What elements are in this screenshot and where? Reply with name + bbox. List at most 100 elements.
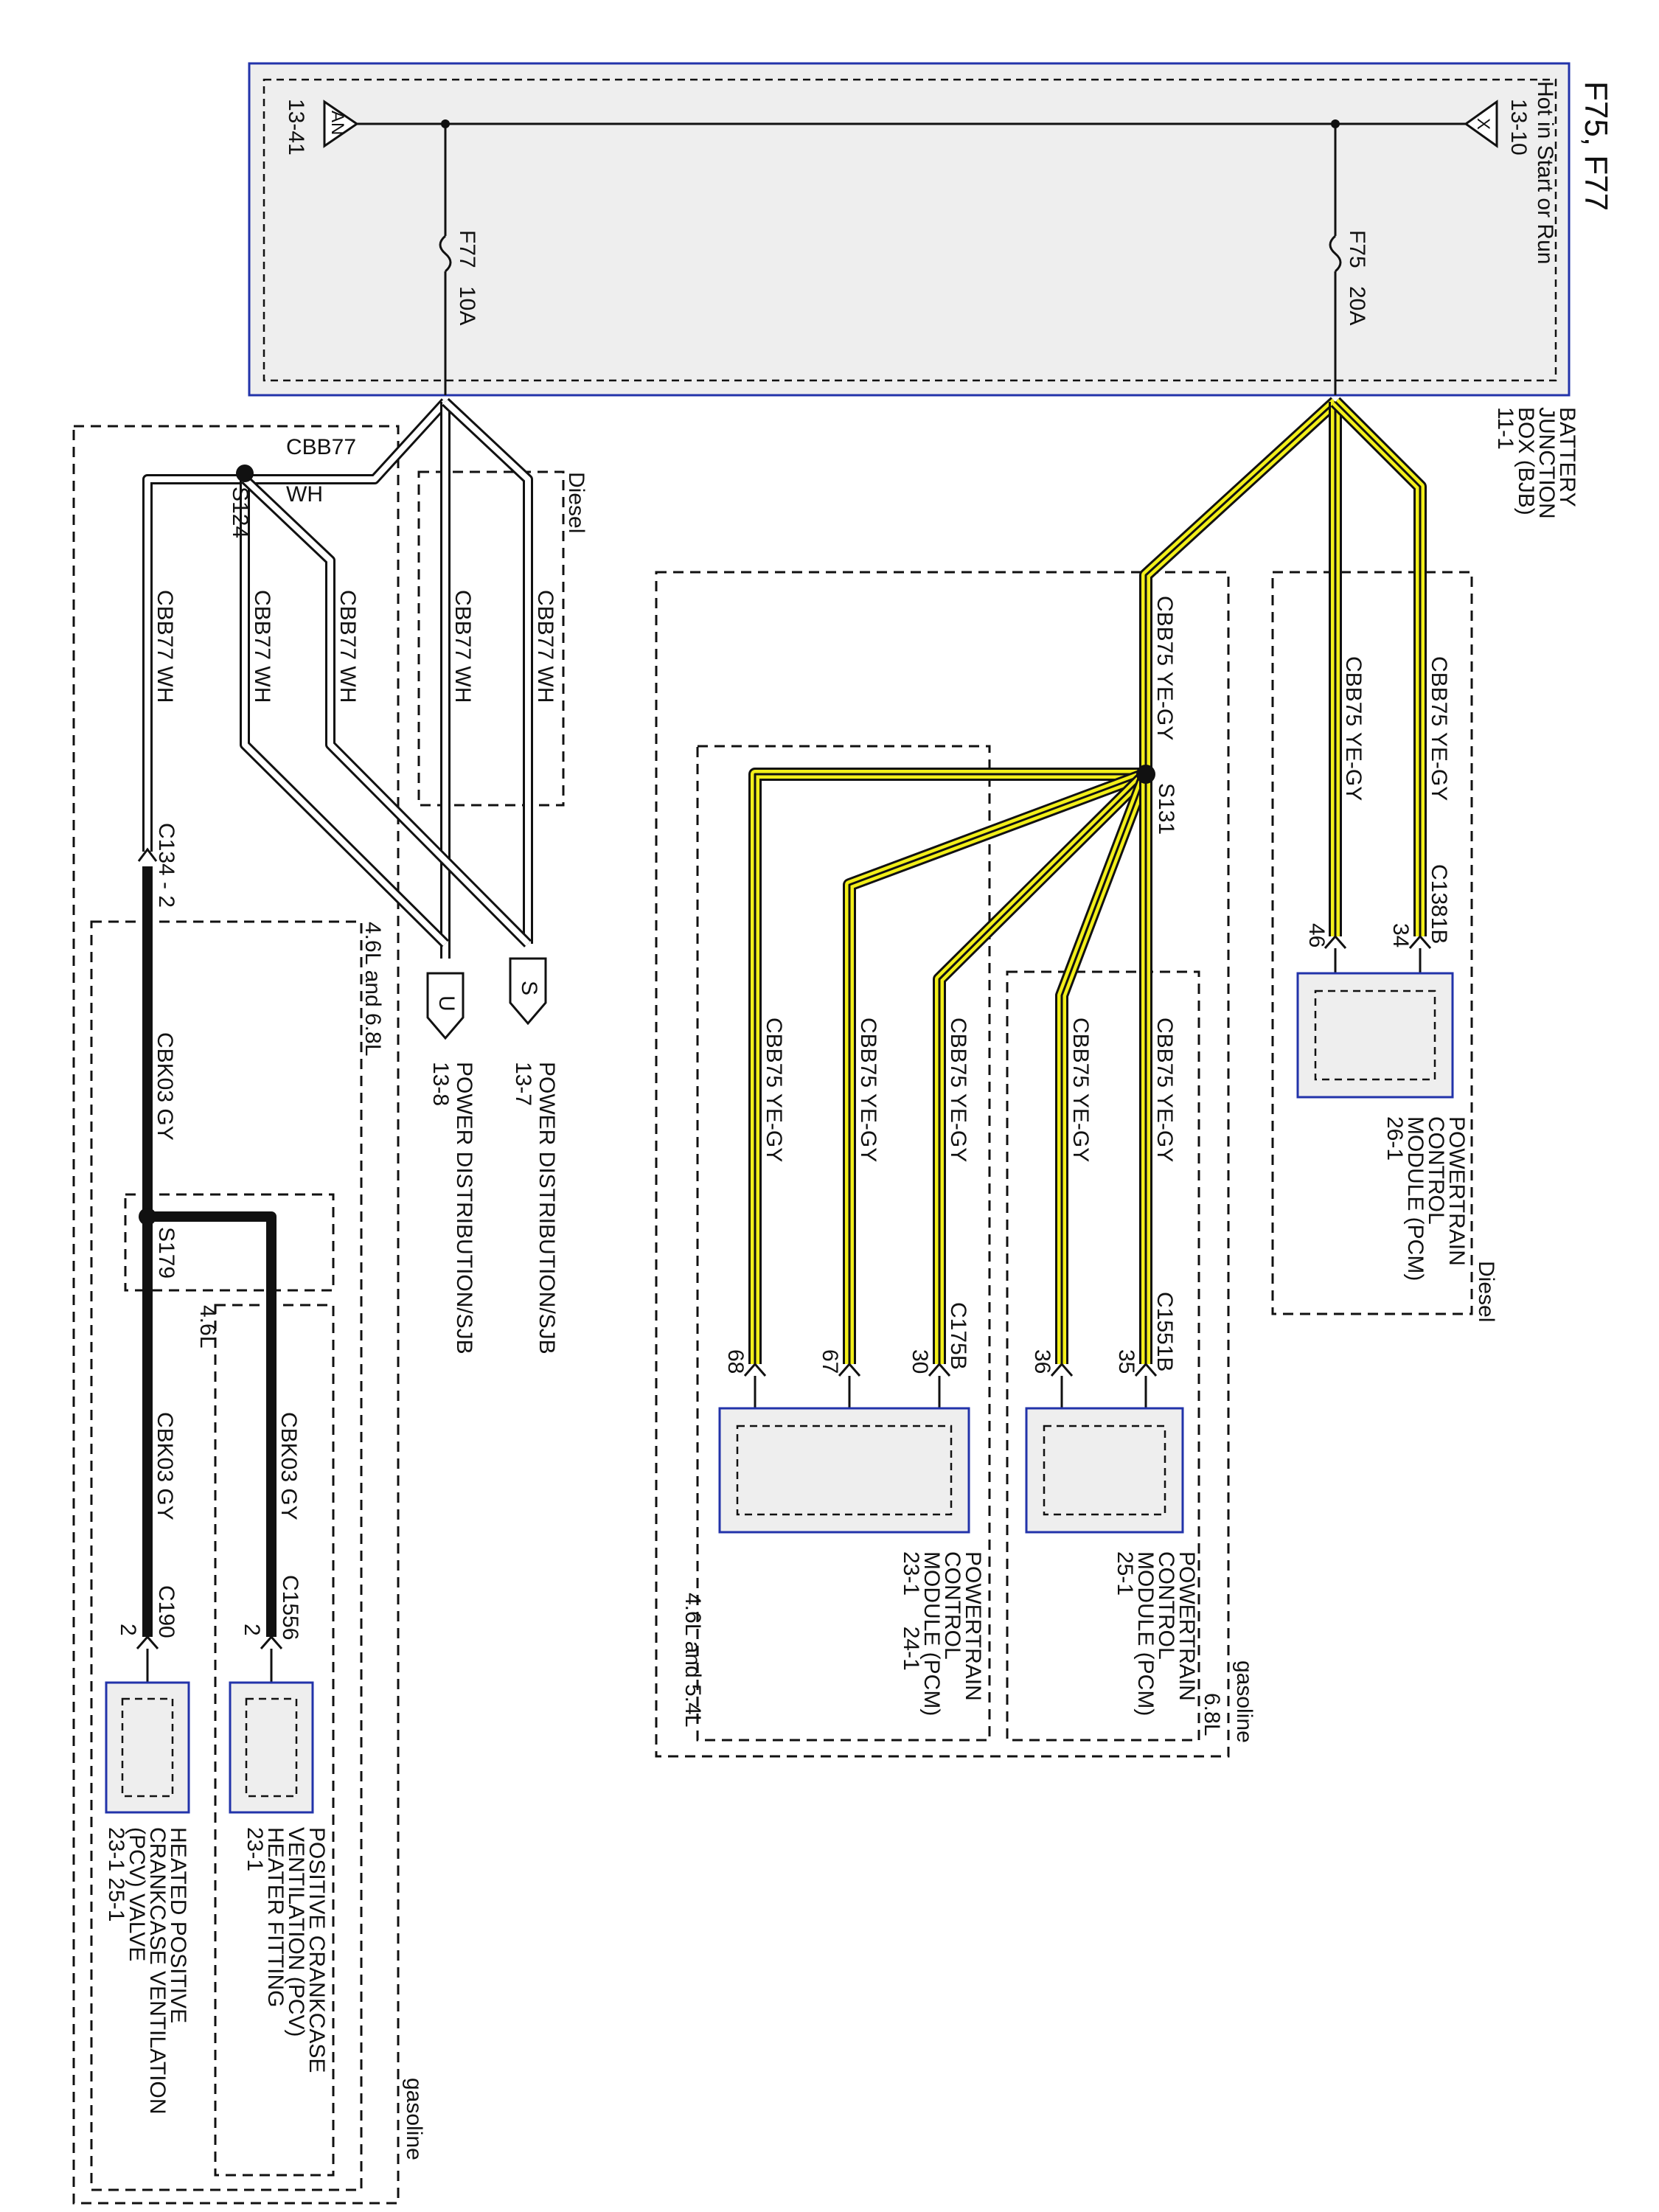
pin-36: 36 [1030,1349,1054,1374]
wire-label-cbk03-2: CBK03 GY [153,1412,177,1520]
pcv-fitting-line-3: HEATER FITTING [263,1827,288,2007]
module-pcv-fitting-label: POSITIVE CRANKCASE VENTILATION (PCV) HEA… [243,1827,329,2073]
wire-label-cbb75-67: CBB75 YE-GY [856,1018,880,1162]
pin-67: 67 [818,1349,842,1374]
pcm-diesel-line-1: POWERTRAIN [1444,1116,1469,1266]
wire-cbk03-branch [147,1211,276,1637]
splice-s124 [236,465,254,482]
wire-label-cbb77-3: CBB77 WH [335,590,360,703]
bjb-ref-right-icon [1464,100,1498,148]
wire-label-wh-top: WH [286,482,323,507]
connector-label-c1551b: C1551B [1152,1292,1177,1371]
bjb-name-line-4: 11-1 [1493,407,1517,450]
power-dist-s-ref: 13-7 [511,1062,535,1106]
pcm-68-line-3: MODULE (PCM) [1133,1551,1158,1716]
wire-cbb77-s124 [142,398,450,852]
pin-c190-2: 2 [116,1624,140,1636]
bjb-name-line-3: BOX (BJB) [1514,407,1538,515]
group-box-46-68 [90,920,363,2191]
wire-label-cbb75-34: CBB75 YE-GY [1427,656,1451,801]
bjb-right-marker: X [1473,118,1493,130]
group-label-diesel-right: Diesel [1474,1261,1498,1322]
bjb-inner-outline [262,78,1557,382]
pin-46: 46 [1304,923,1329,947]
module-pcv-valve-label: HEATED POSITIVE CRANKCASE VENTILATION (P… [104,1827,190,2115]
pcm-46-54-line-4: 23-1 24-1 [899,1551,923,1671]
bjb-hot-note: Hot in Start or Run [1533,81,1557,264]
connector-pin67-icon [838,1362,861,1377]
pcm-68-line-1: POWERTRAIN [1175,1551,1199,1701]
connector-label-c175b: C175B [946,1302,970,1370]
wire-label-cbb75-36: CBB75 YE-GY [1068,1018,1093,1162]
pcv-fitting-line-4: 23-1 [243,1827,267,1871]
pin-35: 35 [1114,1349,1138,1374]
group-label-68: 6.8L [1200,1693,1224,1736]
connector-label-c1381b: C1381B [1427,864,1451,944]
wire-cbb75-to-s131 [1139,397,1340,774]
group-box-gasoline-left [72,425,400,2205]
splice-label-s124: S124 [228,487,252,538]
wire-label-cbb77-2: CBB77 WH [250,590,274,703]
connector-label-c134: C134 - 2 [154,823,178,908]
module-pcv-fitting-inner [245,1697,298,1798]
group-label-46-54: 4.6L and 5.4L [681,1593,705,1727]
f77-label: F77 [455,230,479,268]
bjb-left-ref: 13-41 [284,99,308,156]
connector-c190-icon [136,1635,159,1649]
wire-label-cbb75-35: CBB75 YE-GY [1152,1018,1177,1162]
pcv-valve-line-1: HEATED POSITIVE [166,1827,190,2023]
pcv-fitting-line-1: POSITIVE CRANKCASE [305,1827,329,2073]
splice-label-s131: S131 [1154,783,1178,835]
pcv-valve-line-2: CRANKCASE VENTILATION [145,1827,170,2115]
group-box-46-a [124,1193,335,1292]
bjb-outline [248,62,1571,397]
pcm-diesel-line-4: 26-1 [1382,1116,1407,1161]
pin-c1556-2: 2 [240,1624,264,1636]
wire-cbb75-pin67 [843,768,1149,1364]
group-label-gasoline-left: gasoline [402,2078,426,2160]
wire-label-cbb75-main: CBB75 YE-GY [1152,596,1177,740]
wire-label-cbb77-4: CBB77 WH [451,590,475,703]
connector-label-c190: C190 [154,1585,178,1638]
wire-label-cbb77-top: CBB77 [286,435,356,459]
pin-68: 68 [723,1349,748,1374]
bjb-ref-left-icon [323,100,359,148]
pcm-46-54-line-3: MODULE (PCM) [919,1551,944,1716]
circuit-cbb75: gasoline 4.6L and 5.4L 6.8L Diesel [655,397,1498,1758]
power-dist-s-letter: S [517,981,541,995]
connector-label-c1556: C1556 [278,1575,302,1640]
pcv-fitting-line-2: VENTILATION (PCV) [284,1827,308,2037]
bjb-name: BATTERY JUNCTION BOX (BJB) 11-1 [1493,407,1579,519]
pin-34: 34 [1388,923,1413,947]
circuit-cbb77: gasoline Diesel 4.6L and 6.8L 4.6L CBB77… [72,397,588,2205]
wire-label-cbb77-1: CBB77 WH [153,590,177,703]
pcv-valve-line-3: (PCV) VALVE [125,1827,149,1961]
power-dist-u-marker [426,972,465,1040]
pcm-68-line-4: 25-1 [1113,1551,1137,1596]
f75-label: F75 [1345,230,1369,268]
connector-pin30-icon [928,1362,951,1377]
wire-cbb75-pin34 [1330,397,1427,936]
module-pcm-diesel [1296,972,1454,1099]
module-pcm-diesel-label: POWERTRAIN CONTROL MODULE (PCM) 26-1 [1382,1116,1469,1281]
bjb-left-marker: AN [327,111,347,135]
group-label-gasoline-right: gasoline [1232,1660,1256,1743]
wire-cbb77-s124-s [241,475,532,947]
power-dist-s-marker [509,957,547,1026]
pcm-46-54-line-1: POWERTRAIN [961,1551,985,1701]
module-pcm-68-inner [1043,1425,1166,1516]
module-pcm-68 [1025,1407,1184,1534]
group-box-68 [1006,970,1200,1742]
splice-s179 [139,1208,156,1225]
f77-fuse-icon [439,234,452,273]
f77-rating: 10A [455,286,479,325]
group-box-46-54 [696,745,991,1742]
power-dist-u-ref: 13-8 [428,1062,453,1106]
bjb-name-line-1: BATTERY [1555,407,1579,507]
pcm-68-line-2: CONTROL [1154,1551,1178,1660]
module-pcv-valve [105,1681,190,1814]
wire-cbb75-pin68 [748,768,1146,1364]
connector-pin35-icon [1134,1362,1158,1377]
